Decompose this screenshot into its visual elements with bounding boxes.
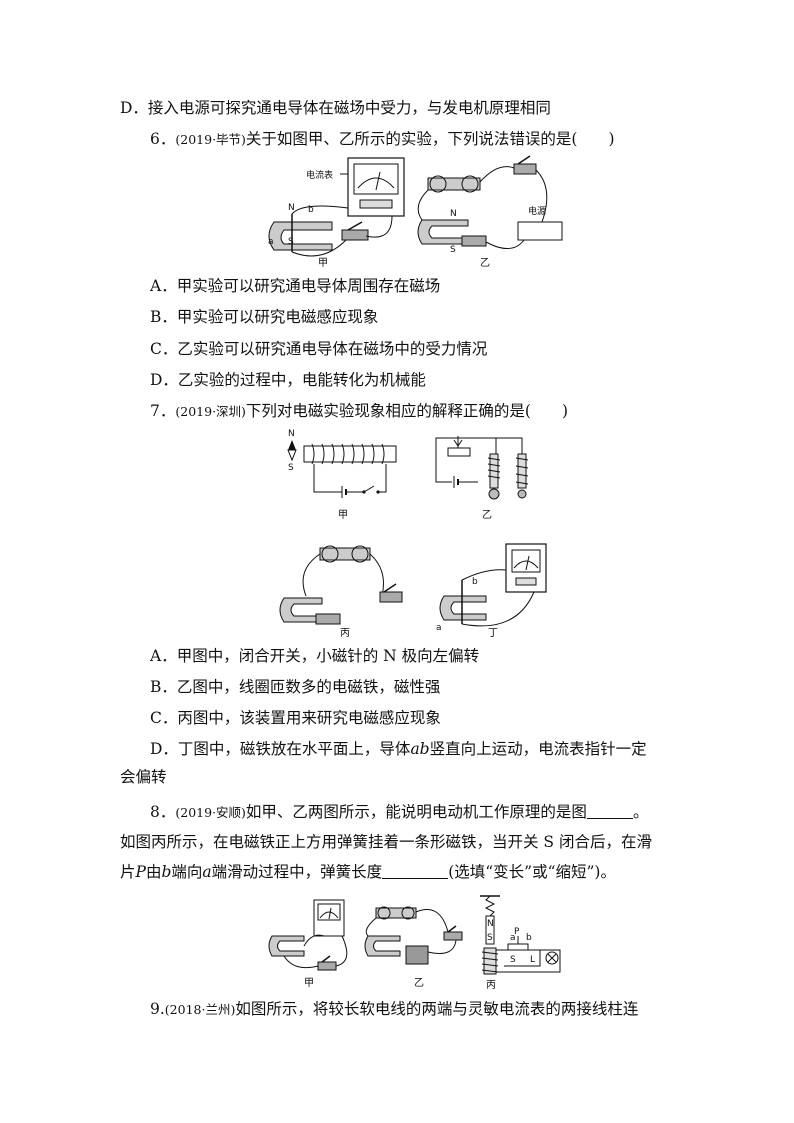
q7-text: 下列对电磁实验现象相应的解释正确的是( ) [245, 402, 569, 420]
q8-blank-1[interactable] [586, 802, 633, 819]
q7-stem: 7．(2019·深圳)下列对电磁实验现象相应的解释正确的是( ) [150, 399, 710, 424]
q8-figure: 甲 乙 N S a b P S L 丙 [264, 892, 574, 992]
q6-stem: 6．(2019·毕节)关于如图甲、乙所示的实验，下列说法错误的是( ) [150, 127, 710, 152]
q6-caption-jia: 甲 [318, 258, 328, 269]
q7-option-d: D．丁图中，磁铁放在水平面上，导体ab竖直向上运动，电流表指针一定 [150, 737, 710, 761]
q7-caption-bing: 丙 [340, 628, 350, 639]
q7-ding-b-label: b [472, 577, 478, 587]
q6-option-d: D．乙实验的过程中，电能转化为机械能 [150, 371, 426, 389]
q9-stem: 9.(2018·兰州)如图所示，将较长软电线的两端与灵敏电流表的两接线柱连 [150, 997, 710, 1022]
q6-figure: 电流表 N S b a 甲 N S 电源 乙 [262, 152, 572, 270]
q7-jia-s-label: S [288, 463, 294, 473]
q6-a-label: a [268, 237, 274, 247]
q6-yi-s-label: S [450, 245, 456, 255]
q8-l3-a: a [202, 863, 212, 881]
q6-yi-n-label: N [450, 209, 457, 219]
q8-source: (2019·安顺) [175, 805, 246, 820]
q6-s-label: S [288, 237, 294, 247]
q8-l3-b: b [161, 863, 172, 881]
q8-line3: 片P由b端向a端滑动过程中，弹簧长度 (选填“变长”或“缩短”)。 [120, 860, 680, 884]
q8-line2: 如图丙所示，在电磁铁正上方用弹簧挂着一条形磁铁，当开关 S 闭合后，在滑 [120, 833, 652, 851]
q7-d-part1: D．丁图中，磁铁放在水平面上，导体 [150, 740, 411, 758]
q8-l3c: 端向 [171, 863, 203, 881]
q8-stem: 8．(2019·安顺)如甲、乙两图所示，能说明电动机工作原理的是图 。 [150, 800, 710, 825]
q8-l3e: (选填“变长”或“缩短”)。 [448, 863, 616, 881]
q7-option-d-cont: 会偏转 [120, 768, 167, 786]
q7-caption-yi: 乙 [482, 509, 492, 521]
q7-option-a: A．甲图中，闭合开关，小磁针的 N 极向左偏转 [150, 647, 480, 665]
q7-jia-n-label: N [288, 429, 295, 439]
q8-line1a: 如甲、乙两图所示，能说明电动机工作原理的是图 [245, 803, 587, 821]
q6-option-c: C．乙实验可以研究通电导体在磁场中的受力情况 [150, 340, 488, 358]
q8-l3a: 片 [120, 863, 136, 881]
q6-power-label: 电源 [528, 205, 546, 217]
q6-number: 6． [150, 130, 176, 148]
q8-caption-jia: 甲 [304, 978, 314, 989]
q9-number: 9. [150, 1000, 165, 1018]
q6-b-label: b [308, 205, 314, 215]
q8-l3b: 由 [145, 863, 162, 881]
q7-option-b: B．乙图中，线圈匝数多的电磁铁，磁性强 [150, 678, 441, 696]
q7-number: 7． [150, 402, 176, 420]
q8-bing-b-label: b [526, 933, 532, 943]
q8-bing-a-label: a [510, 933, 516, 943]
q6-n-label: N [288, 203, 295, 213]
q6-text: 关于如图甲、乙所示的实验，下列说法错误的是( ) [245, 130, 615, 148]
q8-caption-yi: 乙 [414, 977, 424, 989]
q7-d-ab: ab [410, 740, 430, 758]
q9-source: (2018·兰州) [164, 1002, 236, 1017]
q7-figure-bottom: 丙 b a 丁 [276, 540, 566, 640]
q6-caption-yi: 乙 [480, 257, 490, 269]
q6-option-a: A．甲实验可以研究通电导体周围存在磁场 [150, 277, 441, 295]
q8-blank-2[interactable] [382, 862, 449, 879]
q7-caption-jia: 甲 [338, 510, 348, 521]
q9-text: 如图所示，将较长软电线的两端与灵敏电流表的两接线柱连 [235, 1000, 639, 1018]
q6-option-b: B．甲实验可以研究电磁感应现象 [150, 308, 379, 326]
q8-bing-s-label: S [487, 933, 493, 943]
q6-ammeter-label: 电流表 [306, 169, 333, 181]
q7-figure-top: N S 甲 乙 [282, 426, 552, 526]
q5-option-d: D．接入电源可探究通电导体在磁场中受力，与发电机原理相同 [120, 99, 551, 117]
q7-option-c: C．丙图中，该装置用来研究电磁感应现象 [150, 709, 441, 727]
q7-caption-ding: 丁 [488, 628, 498, 639]
q8-caption-bing: 丙 [486, 980, 496, 991]
q7-ding-a-label: a [436, 623, 442, 633]
q8-l3d: 端滑动过程中，弹簧长度 [211, 863, 383, 881]
q8-line1b: 。 [632, 803, 649, 821]
q7-source: (2019·深圳) [175, 404, 246, 419]
q8-bing-switch-label: S [510, 955, 516, 965]
q8-l3-p: P [135, 863, 146, 881]
q7-d-part2: 竖直向上运动，电流表指针一定 [429, 740, 647, 758]
q8-bing-n-label: N [487, 919, 494, 929]
q8-bing-l-label: L [530, 955, 535, 965]
q8-number: 8． [150, 803, 176, 821]
q8-bing-p-label: P [514, 927, 520, 937]
q6-source: (2019·毕节) [175, 132, 246, 147]
